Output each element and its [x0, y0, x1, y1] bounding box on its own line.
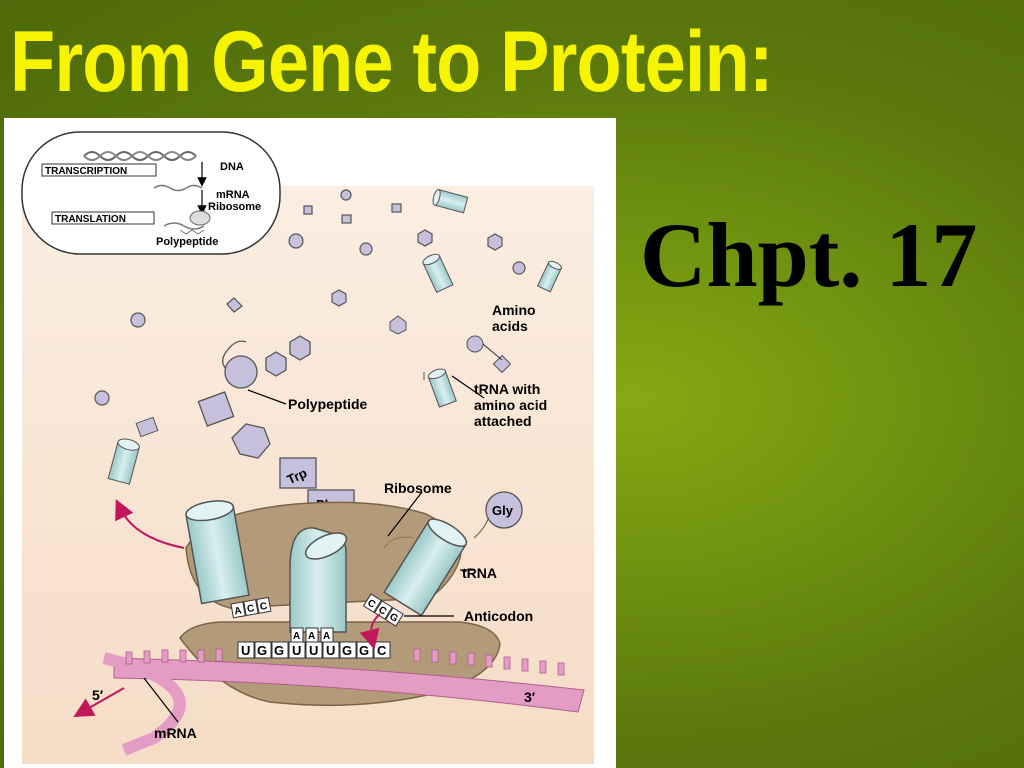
chapter-label: Chpt. 17 [640, 204, 978, 306]
trp-residue [279, 457, 317, 489]
translation-figure: DNA TRANSCRIPTION mRNA Ribosome TRANSLAT… [4, 118, 616, 768]
label-polypeptide: Polypeptide [288, 396, 368, 412]
label-five-prime: 5′ [92, 687, 104, 703]
label-trna: tRNA [462, 565, 497, 581]
codon-base: U [292, 643, 301, 658]
free-amino-acids [94, 189, 526, 406]
dna-helix-icon [83, 151, 197, 161]
codon-base: G [359, 643, 369, 658]
svg-text:A: A [323, 631, 330, 642]
label-amino-acids-2: acids [492, 318, 528, 334]
trna-exit-site: A C C [185, 500, 272, 619]
free-trna-molecules [107, 189, 562, 485]
svg-text:C: C [246, 603, 255, 615]
svg-text:A: A [293, 631, 300, 642]
overview-dna: DNA [220, 161, 244, 173]
label-trna-with-1: tRNA with [474, 381, 540, 397]
trna-a-site: C C G Gly [362, 491, 523, 627]
mrna-strand: U G G U U U G G C [102, 641, 585, 756]
overview-translation: TRANSLATION [55, 214, 126, 225]
label-ribosome: Ribosome [384, 480, 452, 496]
codon-base: U [309, 643, 318, 658]
slide-title: From Gene to Protein: [10, 14, 774, 110]
overview-inset: DNA TRANSCRIPTION mRNA Ribosome TRANSLAT… [21, 131, 281, 255]
codon-base: U [241, 643, 250, 658]
svg-text:C: C [376, 604, 388, 617]
overview-mrna: mRNA [216, 189, 250, 201]
leader-lines [143, 375, 485, 723]
mrna-direction-arrow [73, 687, 125, 717]
trna-exit-arrow [115, 498, 185, 549]
svg-text:A: A [308, 631, 315, 642]
label-trna-with-3: attached [474, 413, 532, 429]
codon-base: U [326, 643, 335, 658]
label-trna-with-2: amino acid [474, 397, 547, 413]
codon-sequence: U G G U U U G G C [237, 641, 391, 659]
codon-base: C [377, 643, 387, 658]
gly-residue [485, 491, 523, 529]
label-three-prime: 3′ [524, 689, 536, 705]
label-mrna: mRNA [154, 725, 197, 741]
overview-transcription: TRANSCRIPTION [45, 166, 127, 177]
label-amino-acids-1: Amino [492, 302, 536, 318]
figure-labels: Amino acids tRNA with amino acid attache… [92, 302, 547, 741]
codon-base: G [257, 643, 267, 658]
codon-base: G [342, 643, 352, 658]
translation-diagram: DNA TRANSCRIPTION mRNA Ribosome TRANSLAT… [21, 131, 594, 764]
codon-base: G [274, 643, 284, 658]
gly-label: Gly [492, 503, 514, 518]
overview-ribosome: Ribosome [208, 201, 261, 213]
overview-polypeptide: Polypeptide [156, 236, 218, 248]
svg-text:C: C [259, 601, 268, 613]
svg-text:C: C [365, 598, 377, 611]
trna-entry-arrow [359, 613, 381, 650]
trna-p-site: A A A [289, 527, 348, 643]
svg-text:A: A [233, 605, 242, 617]
label-anticodon: Anticodon [464, 608, 533, 624]
